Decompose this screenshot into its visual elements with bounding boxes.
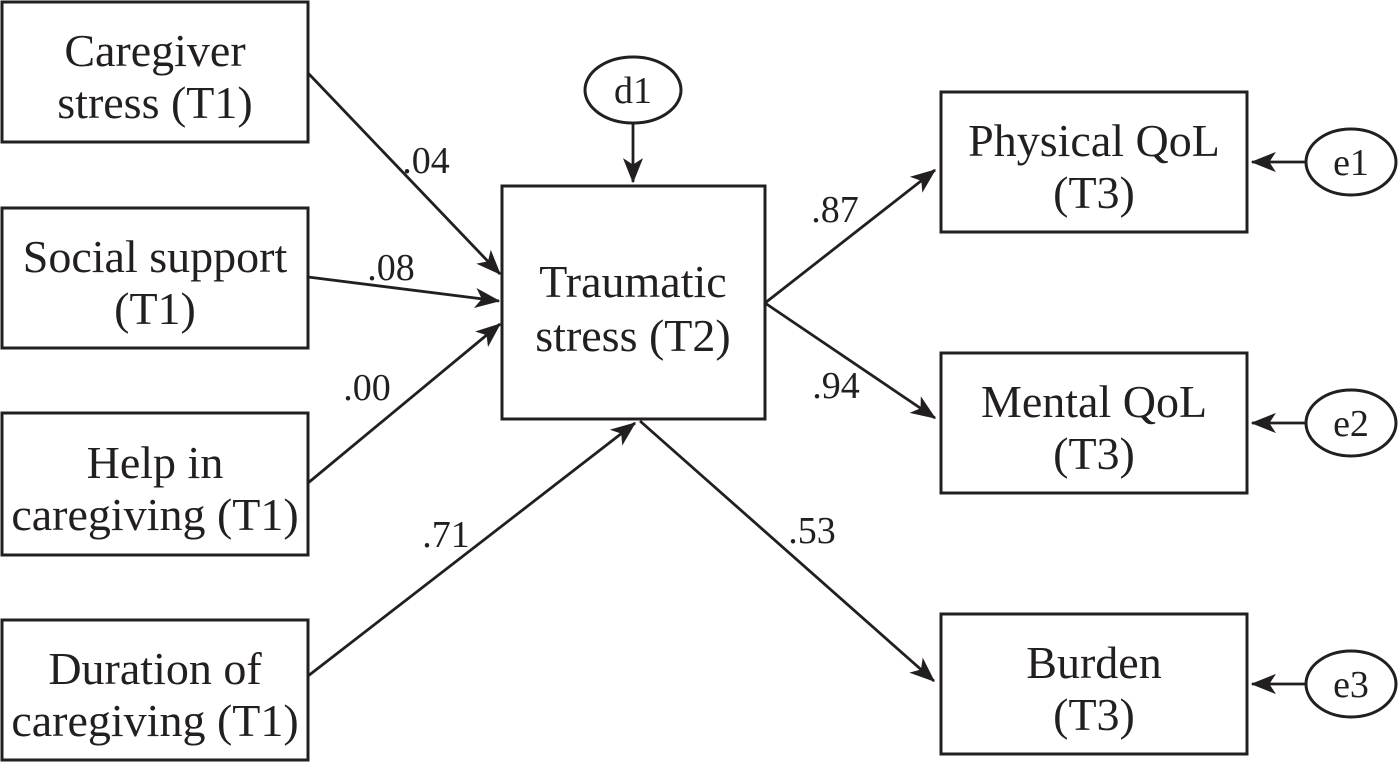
path-duration-of-caregiving-to-traumatic-stress — [307, 421, 636, 678]
social-support-box — [0, 206, 310, 350]
d1-label: d1 — [614, 70, 652, 112]
path-traumatic-stress-to-physical-qol — [764, 168, 936, 305]
node-e3: e3 — [1304, 649, 1398, 719]
duration-of-caregiving-label-line1: Duration of — [48, 643, 262, 694]
node-help-in-caregiving: Help in caregiving (T1) — [0, 411, 310, 557]
traumatic-stress-label-line1: Traumatic — [539, 256, 726, 307]
coefficient-help-to-traumatic: .00 — [343, 367, 391, 409]
caregiver-stress-label-line2: stress (T1) — [57, 77, 252, 128]
node-burden: Burden (T3) — [939, 612, 1249, 756]
path-help-in-caregiving-to-traumatic-stress — [307, 322, 501, 485]
path-caregiver-stress-to-traumatic-stress — [306, 72, 502, 275]
coefficient-duration-to-traumatic: .71 — [422, 514, 470, 556]
node-mental-qol: Mental QoL (T3) — [939, 351, 1249, 495]
e3-ellipse — [1304, 649, 1398, 719]
help-in-caregiving-label-line2: caregiving (T1) — [11, 489, 298, 540]
e3-label: e3 — [1333, 664, 1369, 706]
caregiver-stress-box — [0, 0, 310, 144]
node-e1: e1 — [1304, 127, 1398, 197]
coefficient-traumatic-to-burden: .53 — [788, 510, 836, 552]
node-d1: d1 — [583, 55, 683, 125]
help-in-caregiving-label-line1: Help in — [87, 437, 224, 488]
social-support-label-line2: (T1) — [114, 283, 196, 334]
traumatic-stress-label-line2: stress (T2) — [535, 310, 730, 361]
mental-qol-label-line2: (T3) — [1053, 428, 1135, 479]
traumatic-stress-box — [500, 184, 767, 421]
node-caregiver-stress: Caregiver stress (T1) — [0, 0, 310, 144]
e1-ellipse — [1304, 127, 1398, 197]
coefficient-social-to-traumatic: .08 — [367, 247, 415, 289]
node-traumatic-stress: Traumatic stress (T2) — [500, 184, 767, 421]
social-support-label-line1: Social support — [23, 231, 288, 282]
burden-label-line1: Burden — [1026, 637, 1161, 688]
node-duration-of-caregiving: Duration of caregiving (T1) — [0, 618, 310, 762]
path-traumatic-stress-to-burden — [639, 419, 935, 683]
e1-label: e1 — [1333, 142, 1369, 184]
e2-label: e2 — [1333, 403, 1369, 445]
node-physical-qol: Physical QoL (T3) — [939, 90, 1249, 234]
mental-qol-label-line1: Mental QoL — [981, 376, 1207, 427]
coefficient-caregiver-to-traumatic: .04 — [402, 140, 450, 182]
node-e2: e2 — [1304, 388, 1398, 458]
d1-ellipse — [583, 55, 683, 125]
e2-ellipse — [1304, 388, 1398, 458]
coefficient-traumatic-to-mental: .94 — [812, 365, 860, 407]
burden-box — [939, 612, 1249, 756]
caregiver-stress-label-line1: Caregiver — [64, 25, 245, 76]
mental-qol-box — [939, 351, 1249, 495]
physical-qol-label-line1: Physical QoL — [968, 115, 1220, 166]
path-traumatic-stress-to-mental-qol — [764, 301, 937, 420]
node-social-support: Social support (T1) — [0, 206, 310, 350]
path-social-support-to-traumatic-stress — [307, 275, 501, 309]
help-in-caregiving-box — [0, 411, 310, 557]
physical-qol-box — [939, 90, 1249, 234]
duration-of-caregiving-label-line2: caregiving (T1) — [11, 695, 298, 746]
duration-of-caregiving-box — [0, 618, 310, 762]
coefficient-traumatic-to-physical: .87 — [811, 189, 859, 231]
physical-qol-label-line2: (T3) — [1053, 167, 1135, 218]
burden-label-line2: (T3) — [1053, 689, 1135, 740]
